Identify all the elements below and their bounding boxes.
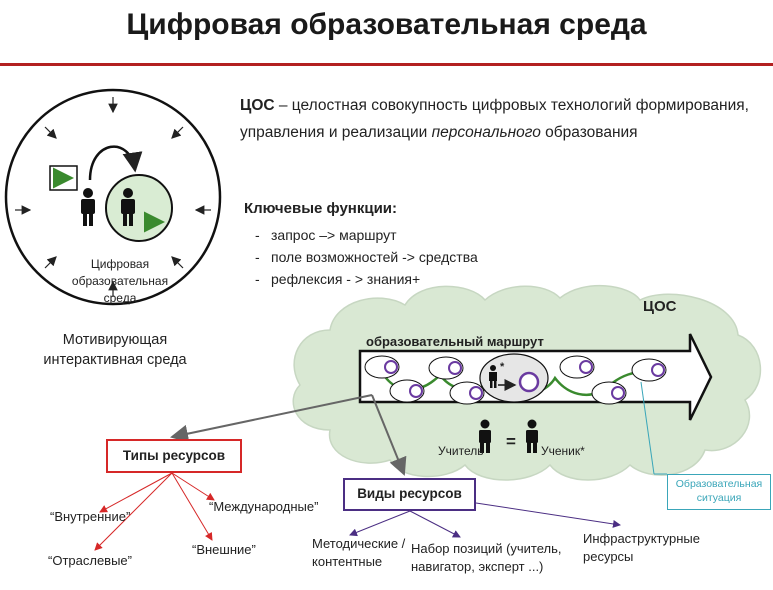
page-title: Цифровая образовательная среда bbox=[126, 8, 647, 41]
function-item: поле возможностей -> средства bbox=[255, 246, 478, 268]
function-item: запрос –> маршрут bbox=[255, 224, 478, 246]
title-divider bbox=[0, 63, 773, 66]
arrow-to-kinds bbox=[371, 394, 407, 476]
student-label: Ученик* bbox=[541, 444, 585, 458]
definition-italic: персонального bbox=[431, 124, 541, 141]
teacher-label: Учитель bbox=[438, 444, 484, 458]
route-arrow bbox=[358, 333, 713, 421]
resource-kind-item: Инфраструктурные ресурсы bbox=[583, 531, 700, 564]
functions-list: запрос –> маршрут поле возможностей -> с… bbox=[255, 224, 478, 290]
cloud-title: ЦОС bbox=[643, 298, 677, 315]
functions-heading: Ключевые функции: bbox=[244, 200, 398, 217]
definition-body: – целостная совокупность цифровых технол… bbox=[240, 97, 749, 141]
resource-types-box: Типы ресурсов bbox=[106, 439, 242, 473]
equals-sign: = bbox=[506, 432, 516, 451]
function-item: рефлексия - > знания+ bbox=[255, 268, 478, 290]
definition-end: образования bbox=[540, 124, 638, 141]
environment-caption: Мотивирующая интерактивная среда bbox=[43, 332, 187, 368]
teacher-icon bbox=[479, 419, 491, 453]
route-label: образовательный маршрут bbox=[366, 334, 544, 349]
resource-type-item: “Внешние” bbox=[192, 542, 256, 557]
resource-type-item: “Международные” bbox=[209, 499, 319, 514]
resource-kind-item: Набор позиций (учитель, навигатор, экспе… bbox=[411, 541, 562, 574]
person-icon bbox=[489, 365, 497, 388]
situation-connector bbox=[640, 381, 655, 475]
resource-type-item: “Отраслевые” bbox=[48, 553, 132, 568]
student-icon bbox=[526, 419, 538, 453]
resource-kinds-box: Виды ресурсов bbox=[343, 478, 476, 511]
person-icon bbox=[121, 188, 135, 226]
star-mark: * bbox=[500, 361, 505, 373]
circle-label: Цифровая образовательная среда bbox=[71, 257, 169, 305]
person-icon bbox=[81, 188, 95, 226]
arrow-to-types bbox=[170, 394, 373, 443]
definition-text: ЦОС – целостная совокупность цифровых те… bbox=[240, 92, 765, 146]
resource-type-item: “Внутренние” bbox=[50, 509, 131, 524]
environment-circle bbox=[4, 88, 222, 306]
definition-term: ЦОС bbox=[240, 97, 275, 114]
situation-box: Образовательная ситуация bbox=[667, 474, 771, 510]
resource-kind-item: Методические / контентные bbox=[312, 536, 406, 569]
